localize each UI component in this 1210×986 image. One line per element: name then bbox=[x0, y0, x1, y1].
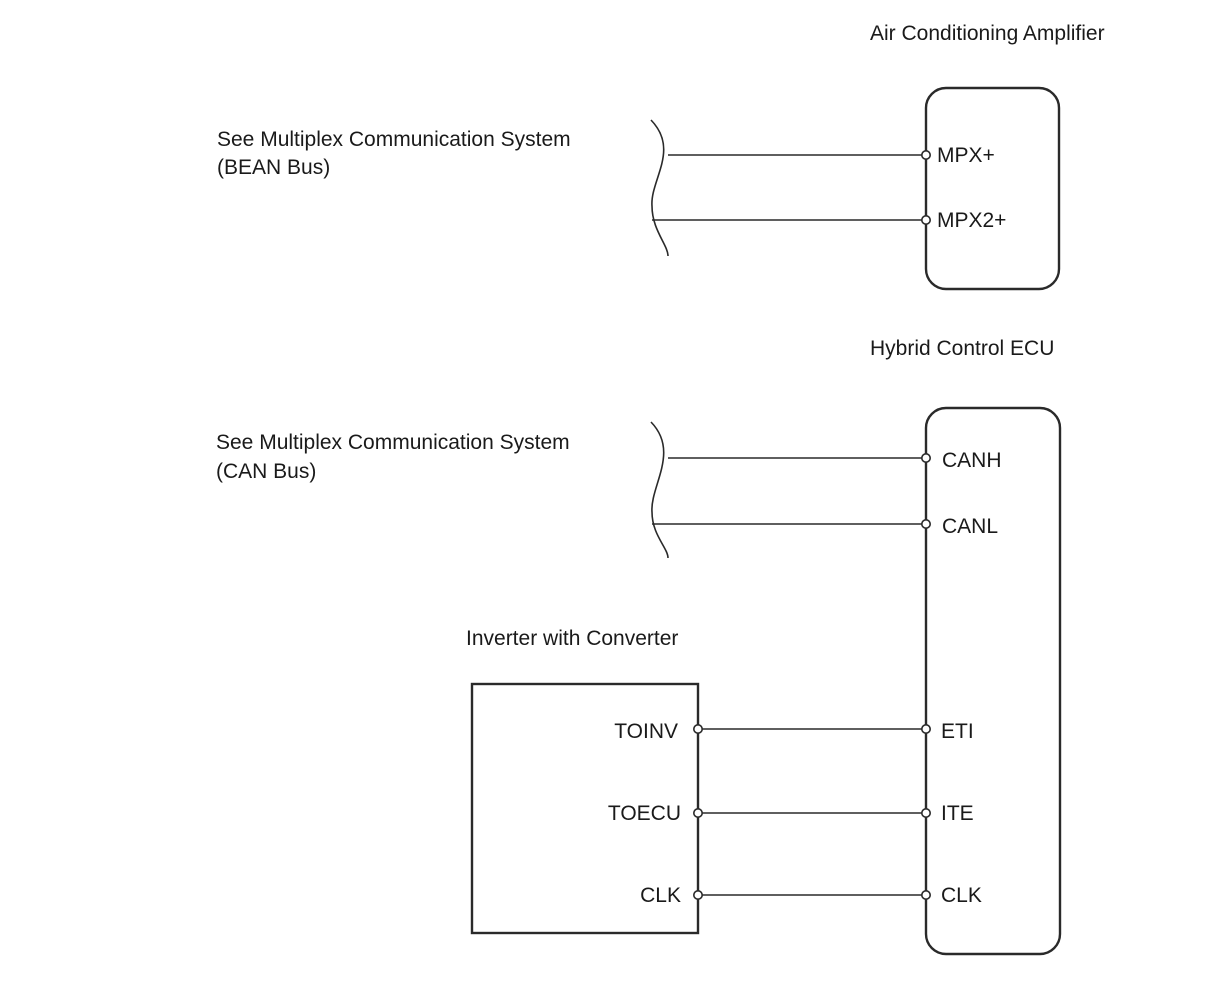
can-reference-line1: See Multiplex Communication System bbox=[216, 431, 570, 454]
pin-label-mpx-plus: MPX+ bbox=[937, 144, 995, 167]
pin-toinv bbox=[692, 723, 703, 734]
pin-label-ecu-clk: CLK bbox=[941, 884, 982, 907]
bean-reference-line2: (BEAN Bus) bbox=[217, 156, 330, 179]
inverter-box bbox=[470, 682, 700, 935]
pin-mpx-plus bbox=[920, 150, 931, 161]
pin-eti bbox=[920, 723, 931, 734]
pin-label-mpx2-plus: MPX2+ bbox=[937, 209, 1006, 232]
pin-label-toecu: TOECU bbox=[608, 802, 681, 825]
pin-ecu-clk bbox=[920, 889, 931, 900]
bean-reference-line1: See Multiplex Communication System bbox=[217, 128, 571, 151]
pin-label-ite: ITE bbox=[941, 802, 974, 825]
pin-label-canl: CANL bbox=[942, 515, 998, 538]
pin-ite bbox=[920, 807, 931, 818]
can-bus-break-symbol bbox=[650, 421, 669, 559]
hybrid-ecu-box bbox=[924, 406, 1062, 956]
pin-label-canh: CANH bbox=[942, 449, 1002, 472]
pin-canh bbox=[920, 452, 931, 463]
bean-bus-break-symbol bbox=[650, 119, 669, 257]
pin-toecu bbox=[692, 807, 703, 818]
inverter-title: Inverter with Converter bbox=[466, 627, 678, 650]
hybrid-ecu-title: Hybrid Control ECU bbox=[870, 337, 1054, 360]
ac-amplifier-title: Air Conditioning Amplifier bbox=[870, 22, 1105, 45]
pin-mpx2-plus bbox=[920, 215, 931, 226]
pin-inverter-clk bbox=[692, 889, 703, 900]
pin-label-toinv: TOINV bbox=[614, 720, 678, 743]
pin-canl bbox=[920, 518, 931, 529]
ac-amplifier-box bbox=[924, 86, 1061, 291]
pin-label-eti: ETI bbox=[941, 720, 974, 743]
pin-label-inverter-clk: CLK bbox=[640, 884, 681, 907]
can-reference-line2: (CAN Bus) bbox=[216, 460, 316, 483]
